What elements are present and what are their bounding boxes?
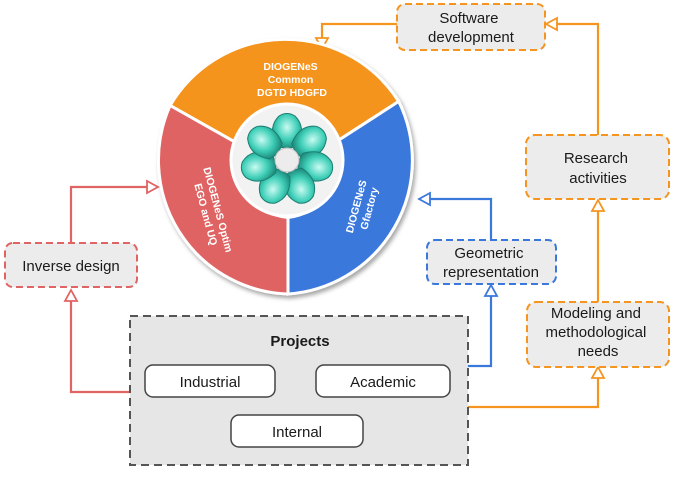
software-line-1: Software bbox=[439, 10, 498, 27]
software-development-box: Software development bbox=[396, 3, 546, 51]
inverse-design-box: Inverse design bbox=[4, 242, 138, 288]
arrow-projects-to-geometric bbox=[468, 290, 493, 368]
hub-leaf bbox=[247, 125, 283, 160]
arrowhead-geometric-to-wheel bbox=[417, 191, 431, 207]
arrowhead-projects-to-geometric bbox=[483, 283, 499, 297]
software-development-label: Software development bbox=[428, 10, 515, 46]
arrow-projects-to-modeling bbox=[468, 372, 600, 409]
common-line-2: Common bbox=[268, 74, 314, 86]
modeling-needs-box: Modeling and methodological needs bbox=[526, 301, 670, 368]
internal-box bbox=[230, 414, 364, 448]
modeling-line-1: Modeling and bbox=[551, 305, 641, 322]
research-activities-label: Research activities bbox=[564, 150, 632, 187]
modeling-needs-label: Modeling and methodological needs bbox=[545, 305, 650, 360]
research-line-1: Research bbox=[564, 150, 628, 167]
geometric-representation-box: Geometric representation bbox=[426, 239, 557, 285]
arrow-geometric-to-wheel bbox=[425, 197, 493, 240]
arrowhead-inverse-to-wheel bbox=[146, 179, 160, 195]
arrowhead-research-to-software bbox=[544, 16, 558, 32]
geometric-representation-label: Geometric representation bbox=[443, 245, 539, 281]
hub-leaf bbox=[291, 125, 327, 160]
geometric-line-1: Geometric bbox=[454, 245, 524, 262]
arrow-software-to-wheel bbox=[320, 22, 397, 44]
arrow-projects-to-inverse bbox=[69, 295, 130, 394]
academic-box bbox=[315, 364, 451, 398]
connectors bbox=[63, 16, 606, 409]
hub-leaf bbox=[283, 167, 316, 204]
hub-center bbox=[274, 147, 300, 173]
arrowhead-projects-to-modeling bbox=[590, 365, 606, 379]
arrow-research-to-software bbox=[552, 22, 600, 135]
industrial-label: Industrial bbox=[180, 374, 241, 391]
common-label: DIOGENeS Common DGTD HDGFD bbox=[257, 61, 327, 99]
inverse-design-label: Inverse design bbox=[22, 258, 120, 275]
research-activities-box: Research activities bbox=[525, 134, 670, 200]
modeling-line-2: methodological bbox=[545, 324, 646, 341]
internal-label: Internal bbox=[272, 424, 322, 441]
geometric-line-2: representation bbox=[443, 264, 539, 281]
projects-title: Projects bbox=[270, 333, 329, 350]
industrial-box bbox=[144, 364, 276, 398]
hub-leaves bbox=[240, 113, 334, 204]
common-line-3: DGTD HDGFD bbox=[257, 87, 327, 99]
arrowhead-modeling-to-research bbox=[590, 198, 606, 212]
software-line-2: development bbox=[428, 29, 515, 46]
academic-label: Academic bbox=[350, 374, 416, 391]
arrow-inverse-to-wheel bbox=[69, 185, 152, 242]
modeling-line-3: needs bbox=[578, 343, 619, 360]
research-line-2: activities bbox=[569, 170, 627, 187]
projects-panel: Projects Industrial Academic Internal bbox=[129, 315, 469, 466]
common-line-1: DIOGENeS bbox=[263, 61, 317, 73]
arrowhead-projects-to-inverse bbox=[63, 288, 79, 302]
